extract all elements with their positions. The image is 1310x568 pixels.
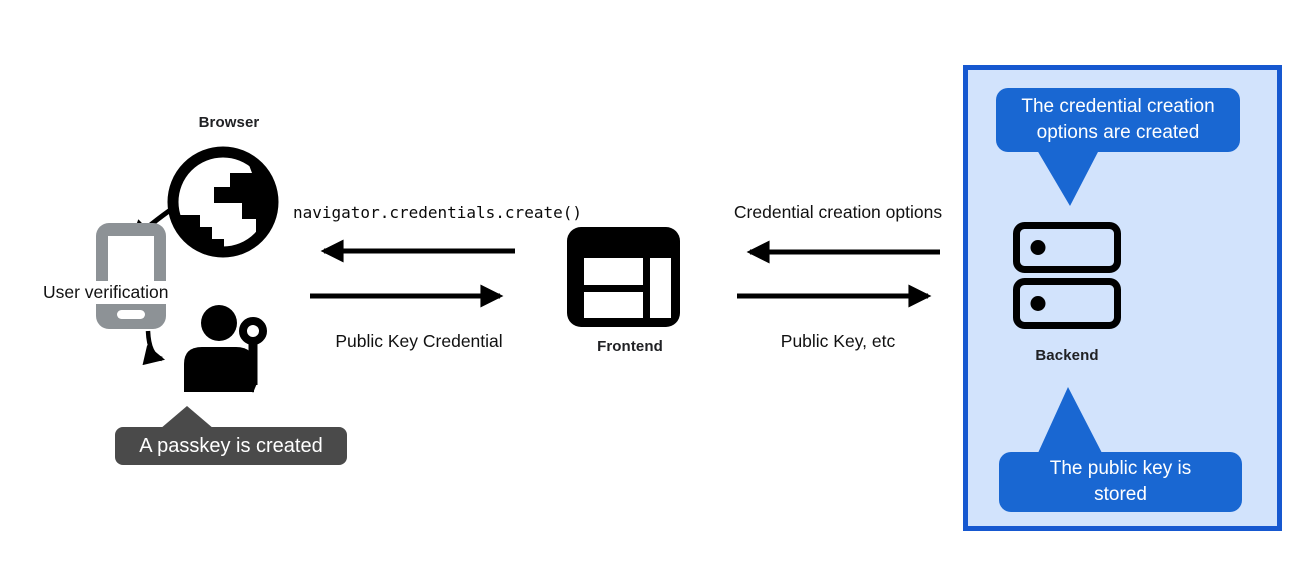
credential-creation-options-label: Credential creation options — [733, 202, 943, 222]
public-key-credential-label: Public Key Credential — [335, 331, 503, 351]
key-stored-callout: The public key is stored — [999, 452, 1242, 512]
passkey-tooltip-text: A passkey is created — [139, 434, 323, 457]
browser-label: Browser — [198, 114, 260, 131]
backend-server-icon — [1013, 222, 1121, 329]
frontend-label: Frontend — [597, 338, 663, 355]
frontend-window-icon — [567, 227, 680, 327]
public-key-etc-label: Public Key, etc — [780, 331, 896, 351]
browser-globe-icon — [167, 146, 279, 258]
options-created-callout-pointer — [1037, 150, 1099, 206]
passkey-tooltip: A passkey is created — [115, 427, 347, 465]
passkey-tooltip-pointer — [160, 406, 214, 429]
user-passkey-icon — [184, 305, 267, 393]
key-stored-text: The public key is stored — [1049, 458, 1192, 505]
key-stored-callout-pointer — [1038, 387, 1102, 453]
options-created-text: The credential creation options are crea… — [1021, 96, 1215, 143]
options-created-callout: The credential creation options are crea… — [996, 88, 1240, 152]
user-verification-phone-icon — [96, 223, 166, 329]
backend-label: Backend — [1035, 347, 1099, 364]
user-verification-label: User verification — [40, 281, 172, 304]
create-call-label: navigator.credentials.create() — [293, 203, 582, 222]
arrow-phone-to-user — [142, 330, 166, 366]
